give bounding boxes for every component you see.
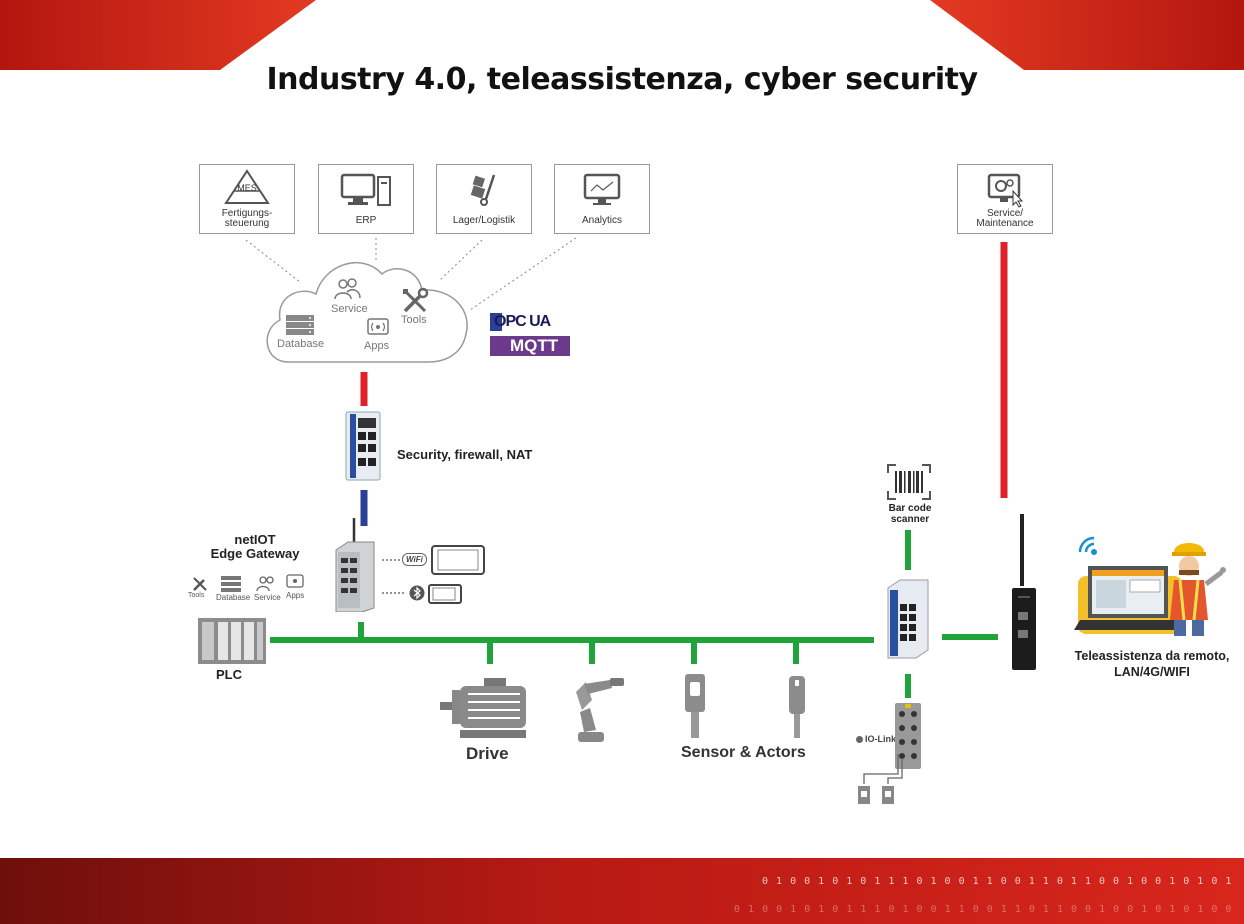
remote-label-line1: Teleassistenza da remoto, bbox=[1074, 649, 1230, 663]
barcode-label: Bar code scanner bbox=[870, 503, 950, 525]
iolink-dot-icon bbox=[856, 736, 863, 744]
edge-gateway-device bbox=[335, 518, 375, 612]
actor-icon bbox=[789, 676, 805, 738]
remote-assistance-label: Teleassistenza da remoto, LAN/4G/WIFI bbox=[1066, 648, 1238, 680]
box-logistics: Lager/Logistik bbox=[436, 164, 532, 234]
page-title: Industry 4.0, teleassistenza, cyber secu… bbox=[266, 62, 978, 97]
top-left-banner bbox=[0, 0, 316, 70]
mini-database-icon bbox=[221, 576, 241, 592]
box-label: Analytics bbox=[581, 215, 622, 226]
mini-apps-icon bbox=[286, 574, 304, 588]
box-label-line2: steuerung bbox=[224, 218, 270, 229]
plc-device bbox=[198, 618, 266, 664]
remote-label-line2: LAN/4G/WIFI bbox=[1114, 665, 1190, 679]
sensor-icon bbox=[685, 674, 705, 738]
plc-label: PLC bbox=[216, 667, 242, 682]
cloud-service-label: Service bbox=[331, 303, 368, 315]
computer-icon bbox=[340, 173, 391, 206]
ethernet-switch-device bbox=[887, 579, 929, 659]
drive-label: Drive bbox=[466, 744, 509, 763]
mini-tools-icon bbox=[193, 577, 207, 591]
sensor-actors-label: Sensor & Actors bbox=[681, 744, 806, 761]
barcode-label-line1: Bar code bbox=[888, 503, 932, 514]
iolink-label: IO-Link bbox=[856, 734, 896, 744]
box-service-maintenance: Service/ Maintenance bbox=[957, 164, 1053, 234]
mini-database-label: Database bbox=[216, 593, 251, 602]
top-right-banner bbox=[930, 0, 1244, 70]
binary-strip-2: 0 1 0 0 1 0 1 0 1 1 1 0 1 0 0 1 1 0 0 1 … bbox=[734, 904, 1240, 915]
barcode-icon bbox=[887, 464, 931, 500]
barcode-label-line2: scanner bbox=[890, 514, 930, 525]
gear-monitor-icon bbox=[987, 173, 1024, 208]
cloud-tools-label: Tools bbox=[401, 314, 427, 326]
gateway-label-line2: Edge Gateway bbox=[210, 546, 300, 561]
tablet-icon bbox=[431, 545, 485, 575]
robot-arm-icon bbox=[576, 678, 624, 742]
database-icon bbox=[286, 315, 314, 335]
security-label: Security, firewall, NAT bbox=[397, 447, 533, 462]
hand-truck-icon bbox=[470, 174, 496, 206]
mqtt-logo: MQTT bbox=[490, 336, 570, 356]
chart-monitor-icon bbox=[583, 173, 621, 205]
motor-icon bbox=[440, 678, 526, 738]
box-erp: ERP bbox=[318, 164, 414, 234]
cloud-database-label: Database bbox=[277, 338, 325, 350]
binary-strip: 0 1 0 0 1 0 1 0 1 1 1 0 1 0 0 1 1 0 0 1 … bbox=[762, 876, 1240, 887]
gateway-label-line1: netIOT bbox=[234, 532, 276, 547]
wireless-signal-icon bbox=[1078, 536, 1097, 555]
mini-tools-label: Tools bbox=[188, 592, 205, 599]
box-label-line2: Maintenance bbox=[976, 218, 1034, 229]
bluetooth-icon bbox=[409, 585, 425, 601]
tools-icon bbox=[403, 287, 429, 313]
box-mes: MES Fertigungs- steuerung bbox=[199, 164, 295, 234]
box-label-line1: Service/ bbox=[986, 208, 1024, 219]
iolink-module bbox=[895, 703, 921, 769]
service-users-icon bbox=[334, 278, 361, 300]
box-label: ERP bbox=[355, 215, 377, 226]
cloud-shape bbox=[266, 261, 468, 363]
apps-icon bbox=[367, 318, 389, 335]
bottom-banner bbox=[0, 858, 1244, 924]
box-label-line1: Fertigungs- bbox=[221, 208, 273, 219]
mes-badge: MES bbox=[237, 183, 257, 193]
box-analytics: Analytics bbox=[554, 164, 650, 234]
opc-ua-logo: OPC UA bbox=[490, 313, 551, 331]
firewall-device bbox=[345, 411, 381, 481]
cloud-apps-label: Apps bbox=[364, 340, 390, 352]
mini-apps-label: Apps bbox=[286, 591, 305, 600]
phone-icon bbox=[428, 584, 462, 604]
pyramid-icon bbox=[224, 169, 270, 204]
wifi-badge: WiFi bbox=[402, 553, 427, 566]
technician-laptop-illustration bbox=[1074, 543, 1226, 636]
gateway-label: netIOT Edge Gateway bbox=[200, 533, 310, 561]
remote-router-device bbox=[1012, 514, 1036, 670]
mini-service-label: Service bbox=[254, 593, 281, 602]
iolink-sensors bbox=[858, 754, 903, 804]
mini-service-icon bbox=[256, 576, 274, 592]
box-label: Lager/Logistik bbox=[452, 215, 516, 226]
